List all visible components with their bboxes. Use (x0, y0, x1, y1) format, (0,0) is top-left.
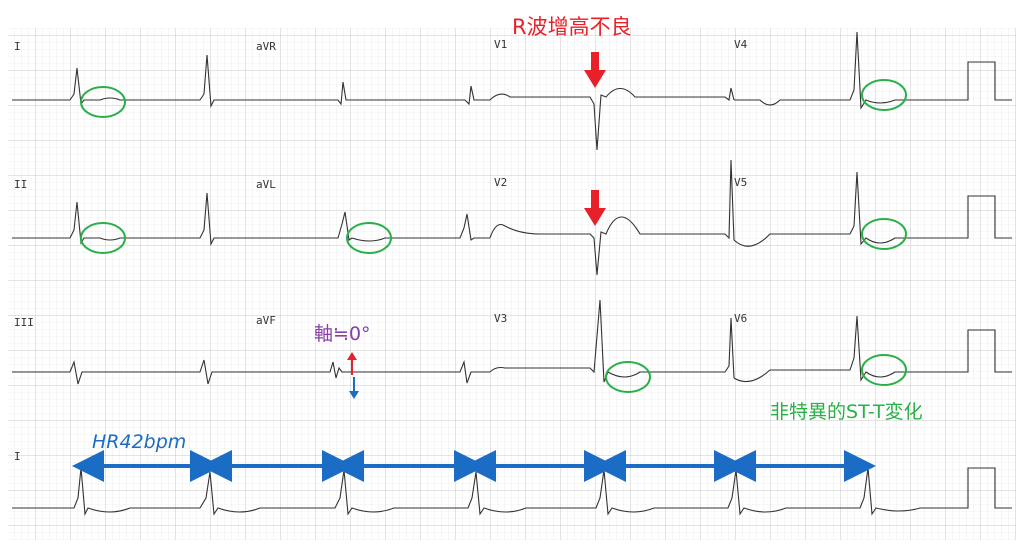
lead-label-v2: V2 (494, 176, 507, 189)
down-arrow-icon (584, 190, 606, 226)
lead-label-rhythm-i: I (14, 450, 21, 463)
ecg-grid-background (8, 28, 1016, 540)
heart-rate-annotation: HR42bpm (92, 431, 186, 453)
lead-label-avf: aVF (256, 314, 276, 327)
st-t-circle (80, 86, 126, 118)
trace-row-3 (12, 299, 1012, 385)
poor-r-progression-arrows (584, 52, 606, 226)
st-t-circle (861, 218, 907, 250)
lead-label-avr: aVR (256, 40, 276, 53)
lead-label-v4: V4 (734, 38, 748, 51)
ecg-traces (12, 31, 1012, 516)
lead-label-v1: V1 (494, 38, 507, 51)
down-arrow-icon (584, 52, 606, 88)
lead-label-avl: aVL (256, 178, 276, 191)
st-t-circle (861, 79, 907, 111)
lead-label-v5: V5 (734, 176, 747, 189)
st-t-circle (80, 222, 126, 254)
axis-arrows (347, 352, 359, 399)
st-t-markers (80, 79, 907, 393)
st-t-circle (861, 354, 907, 386)
lead-label-v6: V6 (734, 312, 747, 325)
lead-label-v3: V3 (494, 312, 507, 325)
lead-label-ii: II (14, 178, 27, 191)
trace-rhythm (12, 467, 1012, 516)
trace-row-2 (12, 159, 1012, 276)
axis-annotation: 軸≒0° (314, 323, 371, 345)
st-t-circle (346, 222, 392, 254)
poor-r-wave-annotation: R波增高不良 (512, 15, 632, 39)
lead-label-i: I (14, 40, 21, 53)
lead-label-iii: III (14, 316, 34, 329)
trace-row-1 (12, 31, 1012, 151)
st-t-circle (605, 361, 651, 393)
nonspecific-st-t-annotation: 非特異的ST-T変化 (770, 401, 923, 423)
